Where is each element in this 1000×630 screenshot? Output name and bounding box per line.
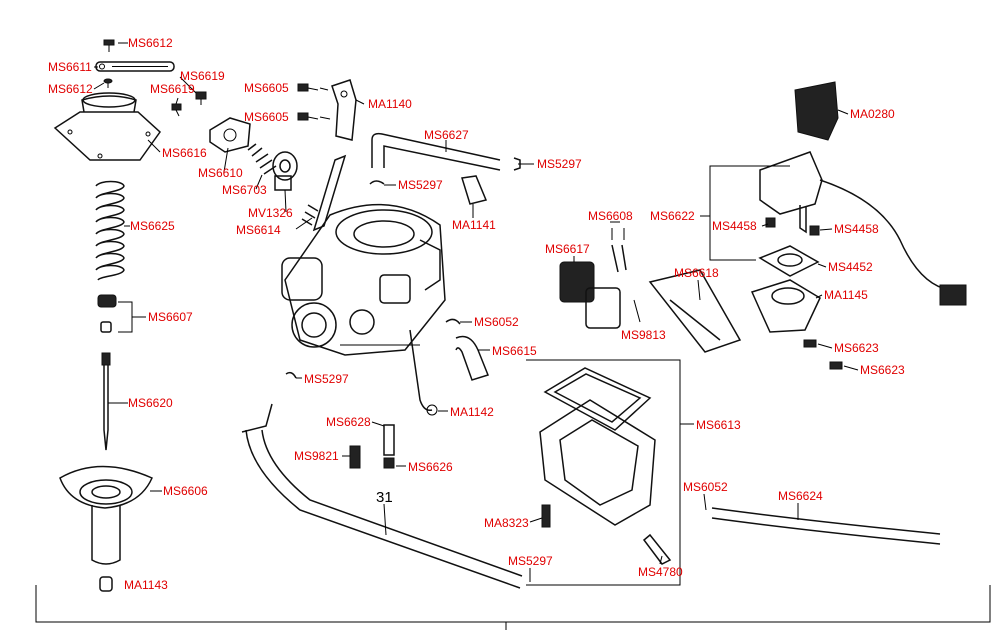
label-ms6610: MS6610: [198, 166, 243, 180]
label-ma1143: MA1143: [124, 578, 168, 592]
float-needle-icon: [611, 244, 627, 273]
label-ms6619-bottom: MS6619: [150, 82, 195, 96]
choke-spring: [247, 143, 277, 175]
long-drain-hose: [241, 403, 523, 589]
throttle-slide: [59, 465, 153, 565]
assembly-bracket: [35, 585, 991, 630]
pilot-screw-assembly: [301, 154, 347, 232]
float-bowl-frame: [526, 359, 681, 586]
label-ms6605-top: MS6605: [244, 81, 289, 95]
drain-hose-short: [455, 335, 489, 381]
label-ms5297-left: MS5297: [304, 372, 349, 386]
label-ms6625: MS6625: [130, 219, 175, 233]
label-part-31: 31: [376, 489, 393, 506]
hose-clip-icon: [369, 157, 521, 185]
label-ms6052-center: MS6052: [474, 315, 519, 329]
label-ms6624: MS6624: [778, 489, 823, 503]
cable-lead: [409, 329, 438, 416]
label-ms6614: MS6614: [236, 223, 281, 237]
label-ms5297-center: MS5297: [398, 178, 443, 192]
label-ms4458-right: MS4458: [834, 222, 879, 236]
label-ms4780: MS4780: [638, 565, 683, 579]
choke-wire: [819, 179, 967, 306]
label-ms6606: MS6606: [163, 484, 208, 498]
needle-clip: [97, 294, 117, 333]
auto-choke-unit: [759, 151, 823, 234]
label-ms6612-bottom: MS6612: [48, 82, 93, 96]
label-ms6615: MS6615: [492, 344, 537, 358]
float-set: [559, 261, 621, 329]
label-ms4452: MS4452: [828, 260, 873, 274]
main-jet-assembly: [349, 424, 395, 469]
label-ms9813: MS9813: [621, 328, 666, 342]
bolt-pair-icon: [297, 83, 319, 121]
label-ms6608: MS6608: [588, 209, 633, 223]
label-ma1142: MA1142: [450, 405, 494, 419]
label-ms5297-bottom: MS5297: [508, 554, 553, 568]
label-ms9821: MS9821: [294, 449, 339, 463]
label-ms6605-bottom: MS6605: [244, 110, 289, 124]
drain-screw-icon: [541, 504, 672, 565]
label-ms6620: MS6620: [128, 396, 173, 410]
label-ms6623-bottom: MS6623: [860, 363, 905, 377]
float-bowl-gasket: [543, 367, 652, 431]
label-ma0280: MA0280: [850, 107, 895, 121]
coil-spring: [95, 180, 125, 281]
screw-right-icon: [765, 217, 843, 370]
label-ma8323: MA8323: [484, 516, 529, 530]
accelerator-pump: [648, 269, 742, 353]
choke-gasket: [758, 245, 820, 277]
label-ms6623-top: MS6623: [834, 341, 879, 355]
mounting-bracket: [331, 79, 357, 141]
choke-holder: [750, 279, 821, 333]
choke-cover: [794, 81, 839, 141]
clip-small-icon: [285, 318, 461, 379]
slide-cap: [99, 576, 113, 592]
label-ms6626: MS6626: [408, 460, 453, 474]
diaphragm-cover: [53, 92, 161, 161]
label-ms6616: MS6616: [162, 146, 207, 160]
carburetor-body: [281, 203, 446, 356]
label-ma1145: MA1145: [824, 288, 868, 302]
label-mv1326: MV1326: [248, 206, 293, 220]
screw-top-icon: [103, 39, 115, 52]
leader-lines: [93, 42, 859, 582]
label-ms6612-top: MS6612: [128, 36, 173, 50]
label-ms6628: MS6628: [326, 415, 371, 429]
fuel-hose-right: [711, 507, 941, 545]
choke-valve: [272, 151, 298, 191]
jet-needle: [101, 352, 111, 451]
label-ms6627: MS6627: [424, 128, 469, 142]
label-ms6618: MS6618: [674, 266, 719, 280]
label-ma1141: MA1141: [452, 218, 496, 232]
label-ma1140: MA1140: [368, 97, 412, 111]
label-ms6622: MS6622: [650, 209, 695, 223]
bracket-plate: [95, 61, 175, 72]
label-ms6703: MS6703: [222, 183, 267, 197]
choke-flange: [209, 117, 251, 153]
label-ms6611: MS6611: [48, 60, 92, 74]
label-ms6052-bottom: MS6052: [683, 480, 728, 494]
small-screw-icon: [103, 78, 113, 88]
float-bowl: [539, 399, 656, 526]
label-ms4458-left: MS4458: [712, 219, 757, 233]
label-ms5297-right: MS5297: [537, 157, 582, 171]
label-ms6607: MS6607: [148, 310, 193, 324]
label-ms6619-top: MS6619: [180, 69, 225, 83]
label-ms6613: MS6613: [696, 418, 741, 432]
vent-hose: [371, 132, 501, 171]
hose-fitting: [461, 175, 488, 205]
label-ms6617: MS6617: [545, 242, 590, 256]
